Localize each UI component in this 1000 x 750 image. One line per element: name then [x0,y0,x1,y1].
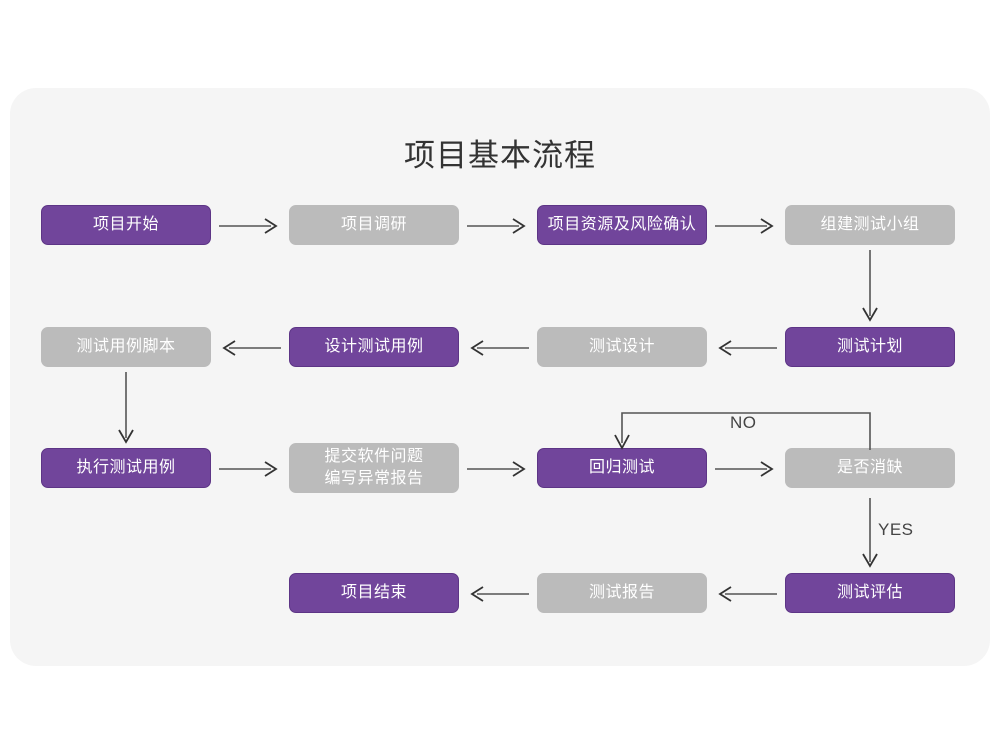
node-design-test-case[interactable]: 设计测试用例 [289,327,459,367]
arrow-design-case-to-script [222,340,281,356]
node-test-report[interactable]: 测试报告 [537,573,707,613]
arrow-start-to-research [219,218,278,234]
arrow-script-to-execute [118,372,134,444]
node-test-design[interactable]: 测试设计 [537,327,707,367]
edge-label-no: NO [730,413,757,432]
page-title: 项目基本流程 [404,138,596,173]
arrow-regression-to-defect [715,461,774,477]
arrow-test-design-to-design-case [470,340,529,356]
arrow-no-loop [614,412,871,450]
node-submit-issue-report[interactable]: 提交软件问题 编写异常报告 [289,443,459,493]
arrow-test-plan-to-test-design [718,340,777,356]
arrow-submit-to-regression [467,461,526,477]
node-project-end[interactable]: 项目结束 [289,573,459,613]
node-resource-risk-confirm[interactable]: 项目资源及风险确认 [537,205,707,245]
arrow-yes-to-evaluation [862,498,878,568]
node-project-research[interactable]: 项目调研 [289,205,459,245]
arrow-report-to-project-end [470,586,529,602]
node-form-test-team[interactable]: 组建测试小组 [785,205,955,245]
arrow-execute-to-submit [219,461,278,477]
arrow-resource-to-team [715,218,774,234]
node-test-evaluation[interactable]: 测试评估 [785,573,955,613]
node-regression-test[interactable]: 回归测试 [537,448,707,488]
edge-label-yes: YES [878,520,914,539]
arrow-evaluation-to-report [718,586,777,602]
node-execute-test-case[interactable]: 执行测试用例 [41,448,211,488]
node-test-plan[interactable]: 测试计划 [785,327,955,367]
flowchart-card [10,88,990,666]
node-project-start[interactable]: 项目开始 [41,205,211,245]
arrow-research-to-resource [467,218,526,234]
node-test-case-script[interactable]: 测试用例脚本 [41,327,211,367]
arrow-team-to-test-plan [862,250,878,322]
